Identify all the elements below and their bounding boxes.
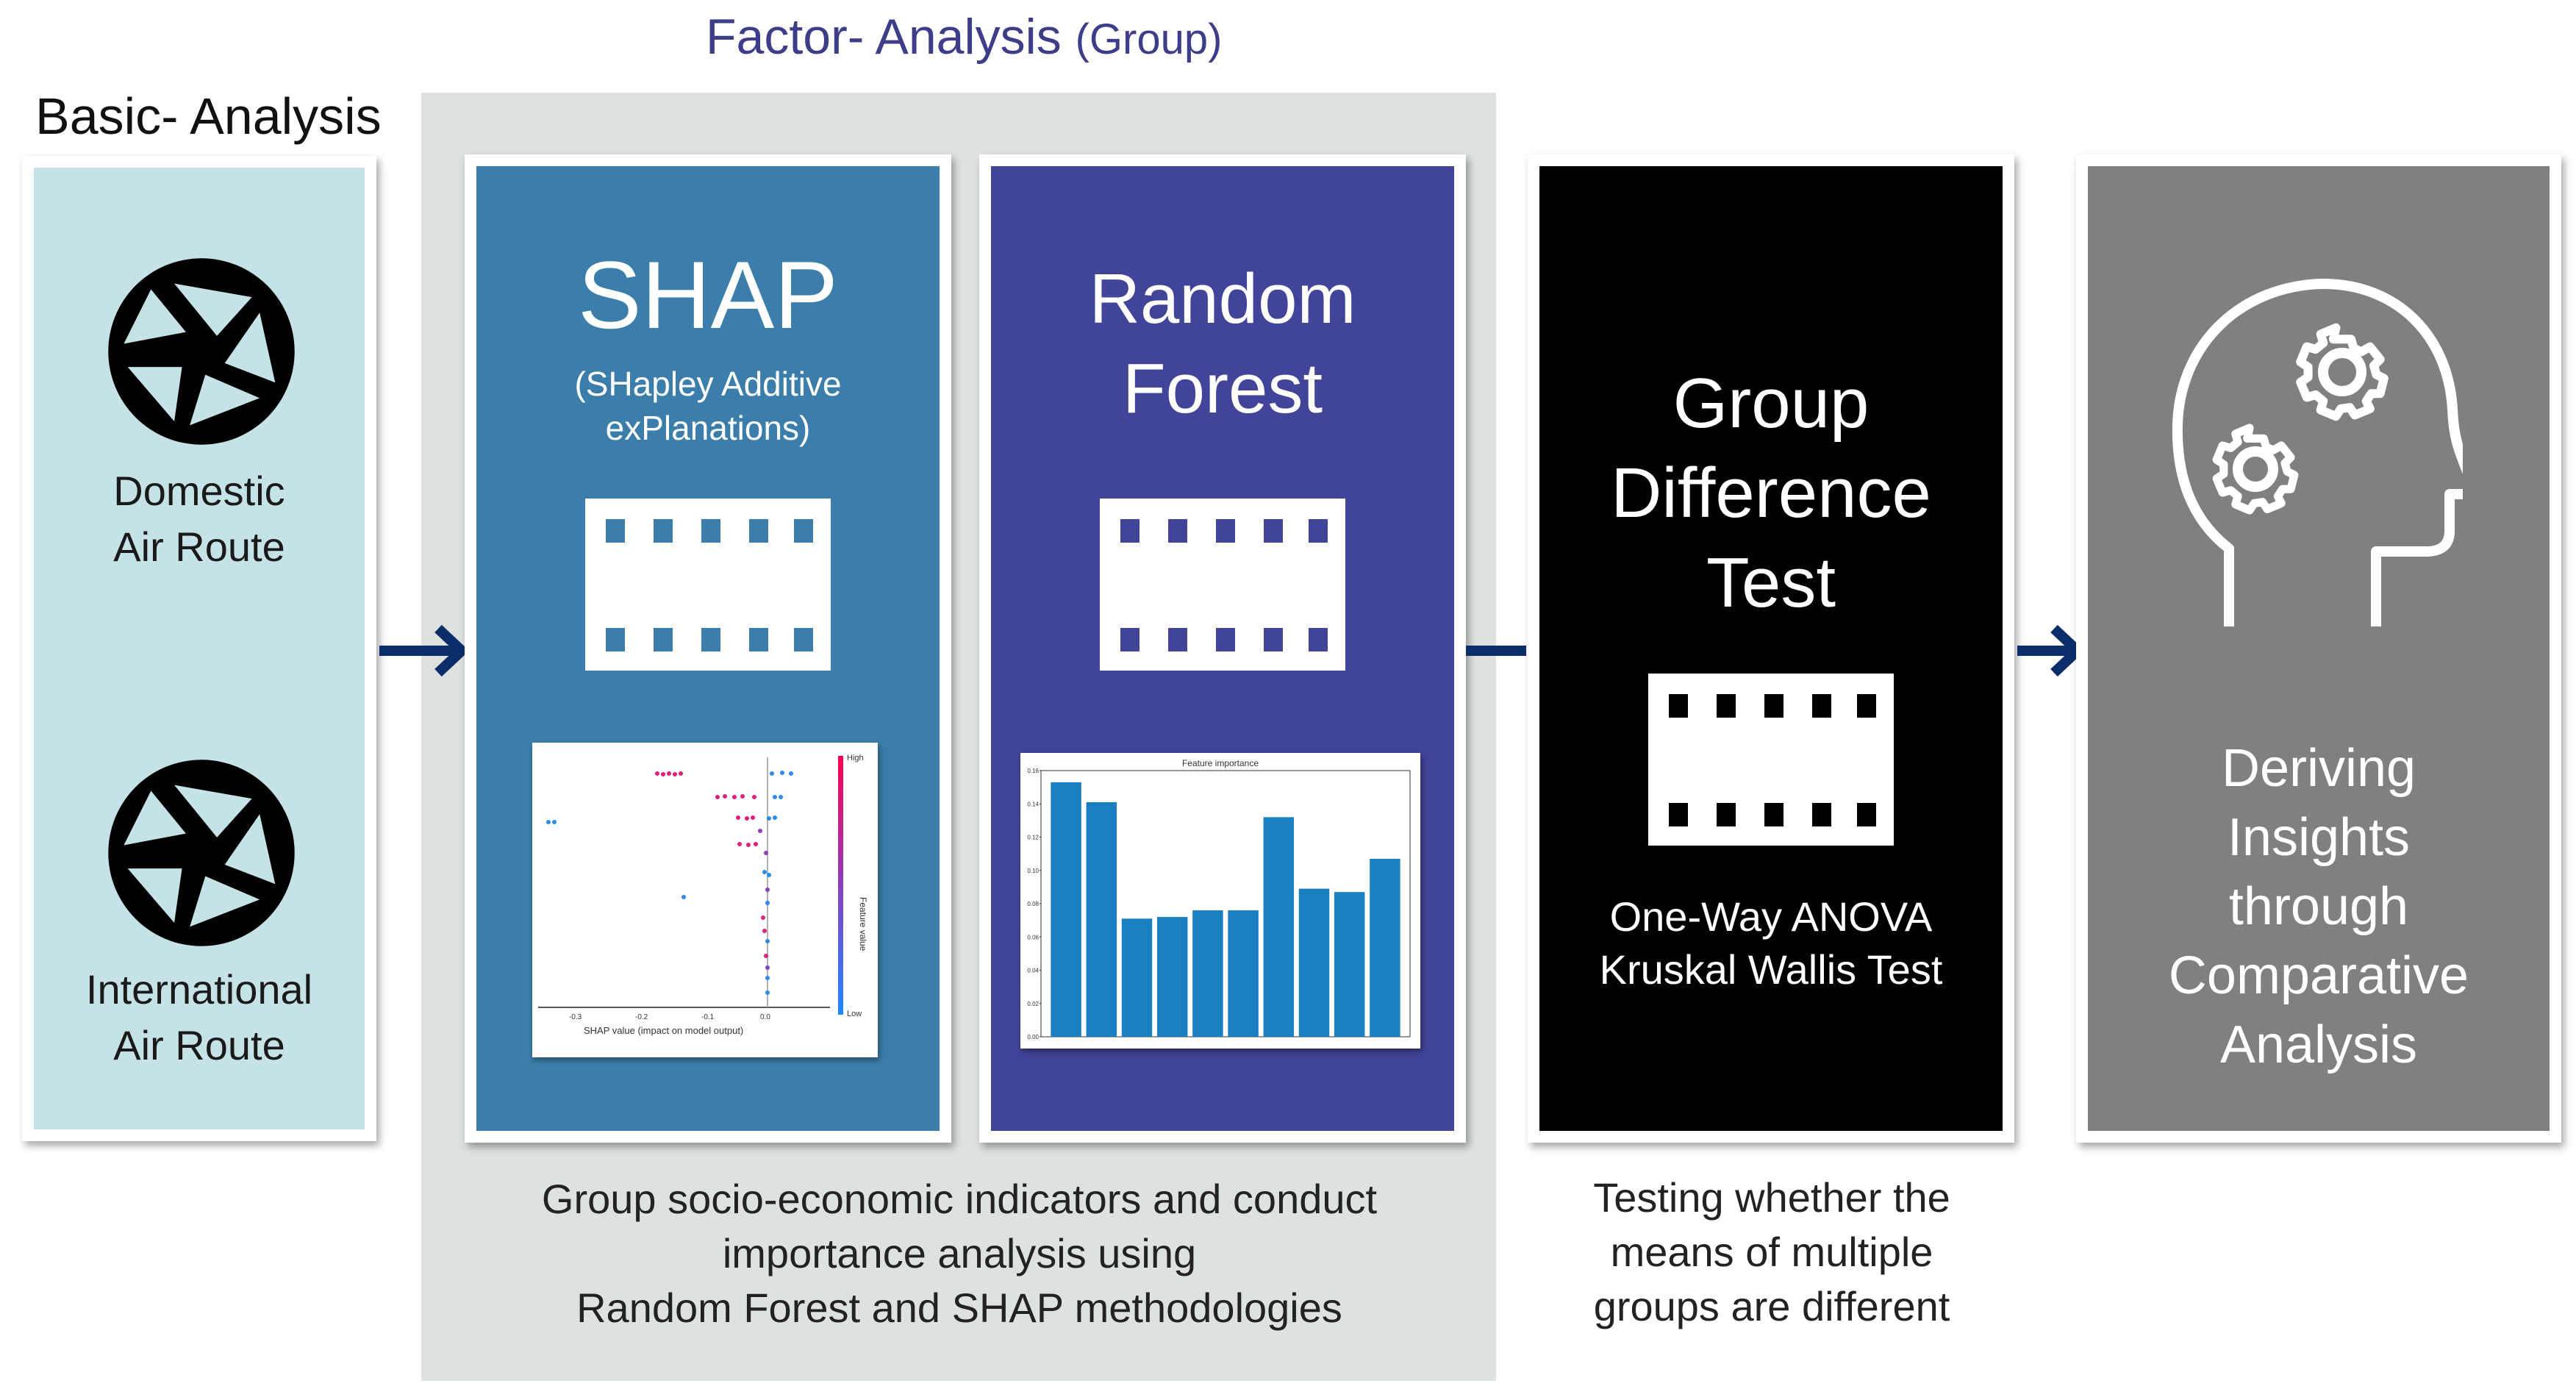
random-forest-title: Random Forest [991, 254, 1454, 434]
group-difference-inner: Group Difference Test One-Way ANOVA Krus… [1539, 166, 2003, 1131]
factor-title-group: (Group) [1075, 15, 1223, 63]
basic-analysis-panel: Domestic Air Route International Air Rou… [22, 156, 376, 1141]
ytick-label: 0.14 [1027, 801, 1039, 807]
rf-title-line1: Random [1089, 260, 1356, 338]
random-forest-panel: Random Forest Feature importance 0.00 0.0… [979, 154, 1466, 1143]
chart-title: Feature importance [1182, 758, 1259, 768]
ytick-label: 0.02 [1027, 1001, 1039, 1007]
bar-5 [1192, 910, 1223, 1037]
shap-colorbar-label: Feature value [858, 897, 868, 951]
bar-1 [1051, 782, 1081, 1037]
bar-2 [1086, 801, 1117, 1037]
shap-xlabel: SHAP value (impact on model output) [584, 1025, 743, 1036]
rf-title-line2: Forest [1122, 349, 1323, 428]
shap-colorbar-low: Low [847, 1010, 862, 1018]
insights-line2: Insights [2227, 808, 2411, 867]
bar-3 [1121, 918, 1153, 1037]
insights-line4: Comparative [2168, 946, 2469, 1005]
ytick-label: 0.12 [1027, 835, 1039, 841]
international-label-line2: Air Route [113, 1022, 285, 1068]
domestic-aperture-icon [104, 254, 298, 449]
arrow-right-1 [379, 624, 470, 677]
connector-line [1466, 646, 1526, 656]
rf-film-strip-icon [1100, 499, 1345, 671]
shap-tick-2: -0.1 [701, 1013, 715, 1021]
bar-7 [1263, 817, 1295, 1037]
insights-text: Deriving Insights through Comparative An… [2088, 734, 2550, 1079]
ytick-label: 0.00 [1027, 1034, 1039, 1040]
domestic-label-line2: Air Route [113, 524, 285, 570]
factor-title-text: Factor- Analysis [706, 9, 1062, 65]
bar-4 [1156, 917, 1188, 1037]
bar-9 [1334, 892, 1365, 1037]
basic-analysis-title: Basic- Analysis [35, 88, 382, 145]
gdt-title-line1: Group [1672, 364, 1870, 443]
factor-caption: Group socio-economic indicators and cond… [441, 1172, 1478, 1335]
test-caption-line3: groups are different [1593, 1283, 1950, 1329]
gdt-method-kruskal: Kruskal Wallis Test [1599, 946, 1943, 993]
head-gears-icon [2169, 269, 2479, 637]
shap-colorbar-high: High [847, 754, 864, 762]
ytick-label: 0.06 [1027, 934, 1039, 940]
gdt-methods: One-Way ANOVA Kruskal Wallis Test [1539, 890, 2003, 996]
international-label-line1: International [85, 966, 313, 1013]
shap-subtitle-line2: exPlanations) [605, 409, 811, 447]
test-caption-line2: means of multiple [1610, 1229, 1933, 1275]
insights-panel: Deriving Insights through Comparative An… [2076, 154, 2561, 1143]
factor-caption-line2: importance analysis using [722, 1230, 1197, 1276]
shap-tick-3: 0.0 [760, 1013, 770, 1021]
domestic-label-line1: Domestic [113, 468, 285, 514]
bar-8 [1298, 888, 1330, 1037]
ytick-label: 0.04 [1027, 968, 1039, 974]
group-difference-title: Group Difference Test [1539, 359, 2003, 628]
random-forest-inner: Random Forest Feature importance 0.00 0.0… [991, 166, 1454, 1131]
ytick-label: 0.10 [1027, 868, 1039, 874]
shap-panel: SHAP (SHapley Additive exPlanations) [465, 154, 951, 1143]
shap-tick-0: -0.3 [569, 1013, 582, 1021]
test-caption-line1: Testing whether the [1593, 1174, 1950, 1221]
shap-title: SHAP [577, 241, 838, 349]
bar-6 [1228, 910, 1259, 1037]
domestic-label: Domestic Air Route [34, 463, 365, 575]
insights-line1: Deriving [2221, 739, 2416, 798]
insights-inner: Deriving Insights through Comparative An… [2088, 166, 2550, 1131]
shap-film-strip-icon [585, 499, 831, 671]
shap-subtitle: (SHapley Additive exPlanations) [476, 362, 940, 450]
gdt-method-anova: One-Way ANOVA [1609, 893, 1933, 940]
gdt-film-strip-icon [1648, 674, 1894, 846]
shap-tick-1: -0.2 [635, 1013, 648, 1021]
international-aperture-icon [104, 756, 298, 950]
group-difference-panel: Group Difference Test One-Way ANOVA Krus… [1528, 154, 2014, 1143]
ytick-label: 0.16 [1027, 768, 1039, 774]
factor-caption-line1: Group socio-economic indicators and cond… [541, 1176, 1378, 1222]
ytick-label: 0.08 [1027, 901, 1039, 907]
gdt-title-line2: Difference [1611, 454, 1931, 532]
gdt-title-line3: Test [1706, 543, 1836, 622]
bar-10 [1370, 858, 1400, 1037]
insights-line3: through [2228, 877, 2409, 936]
international-label: International Air Route [34, 962, 365, 1074]
test-caption: Testing whether the means of multiple gr… [1529, 1171, 2014, 1334]
shap-subtitle-line1: (SHapley Additive [574, 365, 842, 403]
feature-importance-chart: Feature importance 0.00 0.02 0.04 0.06 0.08 0… [1020, 753, 1420, 1049]
factor-analysis-title: Factor- Analysis (Group) [706, 0, 1294, 74]
basic-analysis-inner: Domestic Air Route International Air Rou… [34, 168, 365, 1129]
factor-caption-line3: Random Forest and SHAP methodologies [576, 1285, 1342, 1331]
shap-inner: SHAP (SHapley Additive exPlanations) [476, 166, 940, 1131]
shap-summary-plot: High Low Feature value -0.3 -0.2 -0.1 0.… [532, 743, 878, 1057]
insights-line5: Analysis [2219, 1015, 2418, 1074]
